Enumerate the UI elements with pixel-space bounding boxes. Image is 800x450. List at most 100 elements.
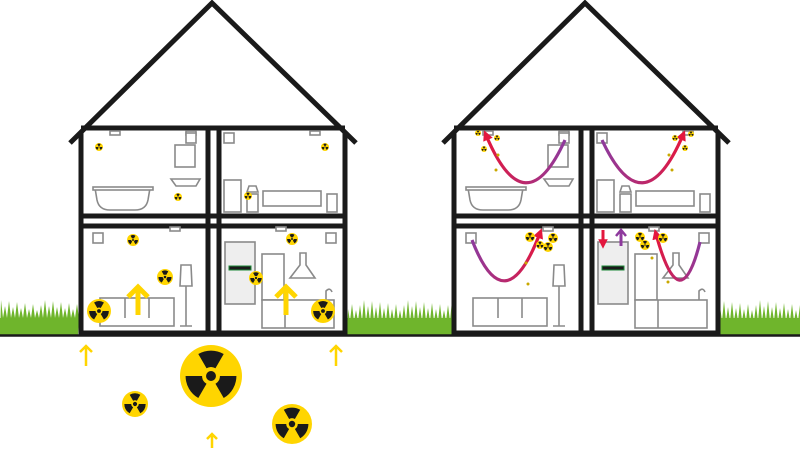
trefoil-blade [166, 277, 172, 283]
radiation-icon [475, 130, 481, 136]
dresser [223, 179, 242, 213]
trefoil-blade [95, 147, 99, 150]
trefoil-center [684, 147, 686, 149]
trefoil-center [662, 237, 664, 239]
trefoil-blade [130, 235, 136, 239]
trefoil-blade [660, 233, 666, 237]
trefoil-blade [635, 237, 640, 241]
trefoil-blade [318, 301, 328, 309]
trefoil-blade [99, 147, 103, 150]
radiation-icon [525, 232, 535, 242]
radiation-icon [122, 391, 148, 417]
trefoil-blade [640, 245, 645, 249]
house-unventilated [68, 0, 358, 336]
trefoil-blade [294, 424, 309, 439]
radiation-icon [672, 135, 678, 141]
trefoil-blade [672, 138, 675, 141]
trefoil-blade [124, 404, 134, 414]
airflow-arc [483, 130, 567, 185]
trefoil-blade [100, 311, 109, 320]
trefoil-blade [550, 233, 556, 237]
airflow-arc [470, 228, 543, 283]
radon-rise-arrow [126, 283, 150, 315]
trefoil-blade [174, 197, 178, 200]
trefoil-blade [495, 135, 499, 138]
trefoil-blade [475, 133, 478, 136]
trefoil-center [98, 146, 100, 148]
trefoil-blade [158, 277, 164, 283]
sink [169, 178, 202, 187]
trefoil-center [690, 133, 692, 135]
dresser [596, 179, 615, 213]
trefoil-blade [476, 130, 480, 133]
trefoil-blade [289, 234, 295, 238]
trefoil-blade [482, 146, 486, 149]
trefoil-blade [89, 311, 98, 320]
trefoil-blade [215, 376, 237, 399]
trefoil-blade [688, 134, 691, 137]
trefoil-blade [527, 232, 533, 236]
ventilation-unit [224, 241, 256, 305]
trefoil-center [321, 309, 325, 313]
radon-particle [496, 153, 500, 157]
trefoil-center [547, 246, 549, 248]
radon-particle [650, 256, 654, 260]
grass-base [0, 318, 78, 336]
wall-vent [185, 132, 197, 144]
trefoil-center [539, 244, 541, 246]
bathtub-rim [92, 186, 154, 191]
trefoil-blade [136, 404, 146, 414]
floor-lamp [552, 264, 566, 327]
nightstand [326, 193, 338, 213]
ceiling-vent [169, 226, 181, 232]
trefoil-blade [250, 278, 255, 283]
trefoil-center [674, 137, 676, 139]
trefoil-blade [637, 232, 643, 236]
trefoil-blade [128, 240, 133, 245]
roof [441, 0, 731, 145]
grass-base [347, 318, 452, 336]
wall-vent [92, 232, 104, 244]
trefoil-blade [248, 196, 252, 199]
radon-particle [666, 280, 670, 284]
wall-vent [325, 232, 337, 244]
trefoil-blade [645, 245, 650, 249]
bathtub [467, 187, 524, 211]
radiation-icon [494, 135, 500, 141]
airflow-arrows [470, 130, 702, 283]
trefoil-blade [481, 149, 484, 152]
trefoil-blade [97, 143, 101, 147]
trefoil-blade [525, 237, 530, 241]
trefoil-blade [673, 135, 677, 138]
mirror [174, 144, 196, 168]
trefoil-blade [640, 237, 645, 241]
roof [68, 0, 358, 145]
radon-symbols [79, 130, 694, 448]
trefoil-blade [548, 238, 553, 242]
wall-vent [465, 232, 477, 244]
trefoil-center [254, 276, 258, 280]
trefoil-center [483, 148, 485, 150]
radiation-icon [481, 146, 487, 152]
trefoil-center [477, 132, 479, 134]
radiation-icon [127, 234, 139, 246]
lamp [618, 185, 633, 193]
radiation-icon [157, 269, 173, 285]
unit-display [601, 265, 625, 271]
trefoil-blade [494, 138, 497, 141]
trefoil-blade [325, 147, 329, 150]
trefoil-blade [185, 376, 207, 399]
faucet [325, 288, 333, 300]
trefoil-blade [538, 241, 542, 245]
grass-strip [0, 300, 800, 336]
trefoil-blade [658, 238, 663, 242]
trefoil-blade [663, 238, 668, 242]
sofa [472, 297, 548, 327]
radiation-icon [244, 192, 252, 200]
ceiling-vent [648, 226, 660, 232]
radon-rise-arrow [329, 344, 343, 366]
trefoil-blade [685, 148, 688, 151]
radon-rise-arrow [274, 283, 298, 315]
trefoil-blade [642, 240, 648, 244]
radiation-icon [548, 233, 558, 243]
